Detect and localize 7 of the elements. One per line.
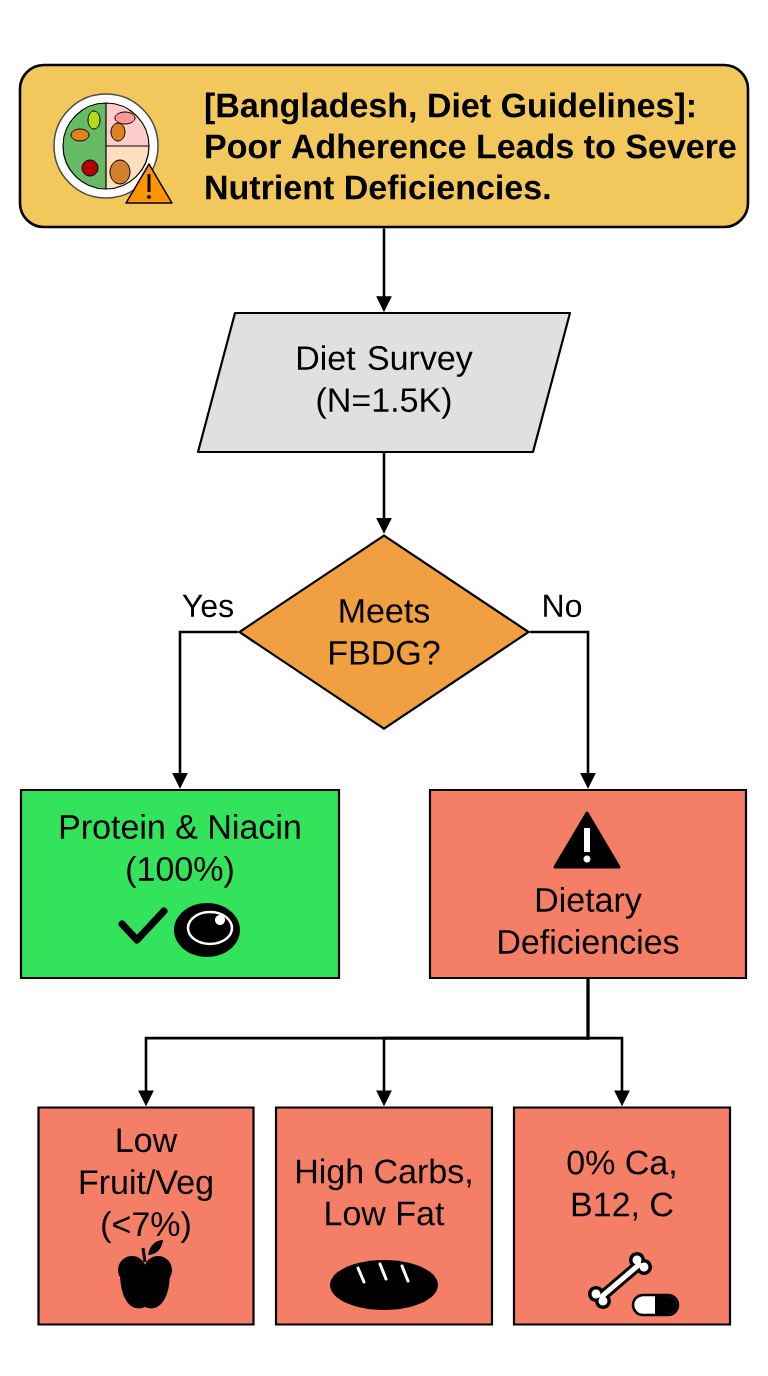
deficiency-box: Low Fruit/Veg (<7%)	[37, 1106, 255, 1326]
result-box: Dietary Deficiencies	[428, 788, 748, 980]
input-parallelogram: Diet Survey (N=1.5K)	[196, 311, 572, 454]
title-box: [Bangladesh, Diet Guidelines]: Poor Adherence Leads to Severe Nutrient Deficiencies.	[18, 63, 750, 229]
deficiency-box: High Carbs, Low Fat	[274, 1106, 494, 1326]
result-box: Protein & Niacin (100%)	[19, 788, 341, 980]
deficiency-box: 0% Ca, B12, C	[512, 1106, 732, 1326]
